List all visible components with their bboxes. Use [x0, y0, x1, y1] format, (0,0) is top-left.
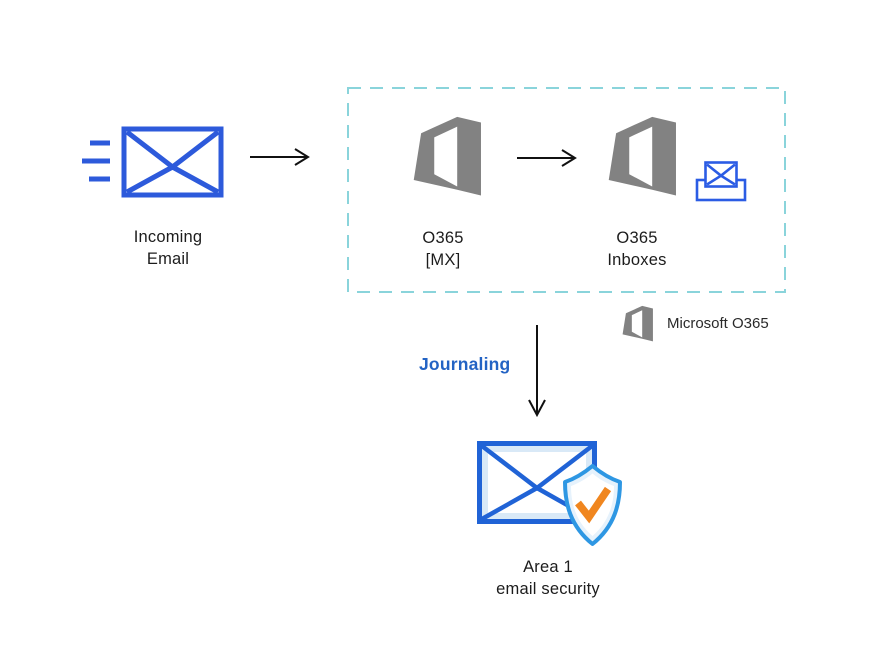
o365-mx-logo-icon	[413, 116, 481, 196]
o365-mx-label: O365 [MX]	[393, 227, 493, 271]
o365-inboxes-label-line2: Inboxes	[607, 251, 667, 269]
incoming-email-label: Incoming Email	[106, 226, 230, 270]
o365-mx-label-line1: O365	[422, 229, 464, 247]
incoming-email-label-line2: Email	[146, 250, 190, 268]
arrow-incoming-to-o365-icon	[250, 148, 310, 166]
o365-inboxes-logo-icon	[608, 116, 676, 196]
area1-label-line1: Area 1	[523, 558, 573, 576]
legend-o365-logo-icon	[622, 305, 653, 342]
o365-inboxes-label: O365 Inboxes	[587, 227, 687, 271]
o365-boundary-dashed-box	[347, 87, 786, 293]
legend-label: Microsoft O365	[667, 315, 769, 332]
arrow-journaling-down-icon	[528, 325, 546, 418]
arrow-mx-to-inboxes-icon	[517, 149, 577, 167]
o365-mx-label-line2: [MX]	[425, 251, 461, 269]
journaling-label: Journaling	[419, 354, 511, 374]
area1-envelope-shield-check-icon	[477, 441, 622, 546]
incoming-email-envelope-icon	[82, 126, 224, 198]
incoming-email-label-line1: Incoming	[133, 228, 203, 246]
inbox-envelope-icon	[695, 161, 747, 202]
area1-label-line2: email security	[496, 580, 600, 598]
area1-label: Area 1 email security	[462, 556, 634, 600]
o365-inboxes-label-line1: O365	[616, 229, 658, 247]
